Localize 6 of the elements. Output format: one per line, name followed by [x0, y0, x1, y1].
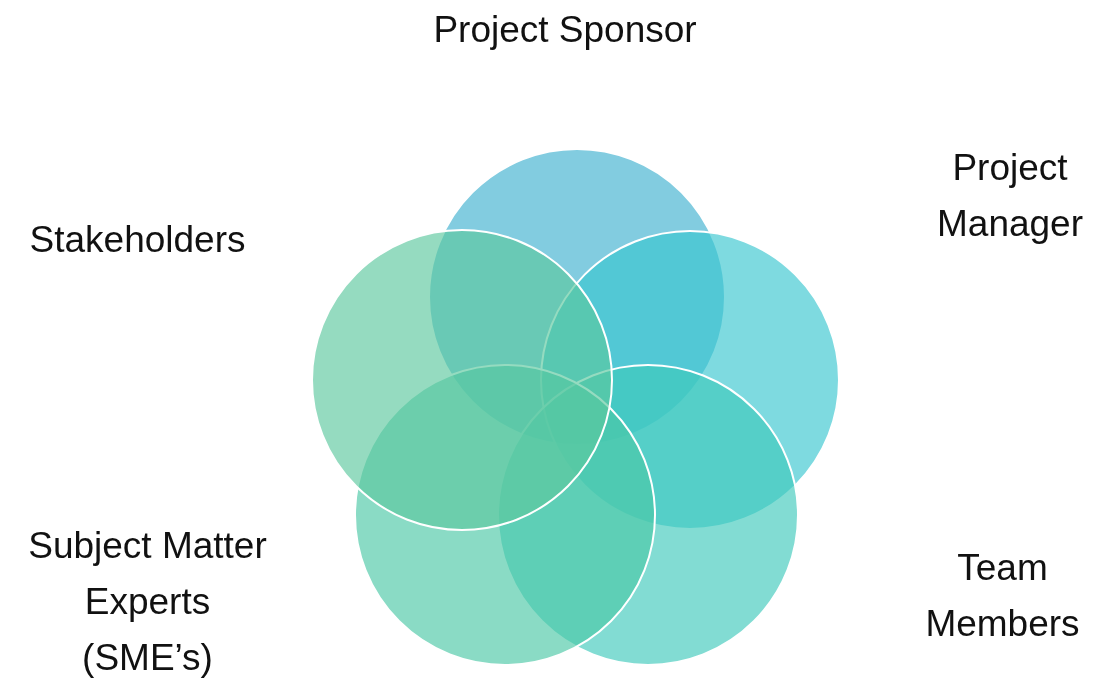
circle-label: Project Manager: [936, 146, 1084, 246]
circle-label: Stakeholders: [28, 218, 247, 262]
venn-circle: [311, 229, 613, 531]
circle-label: Project Sponsor: [432, 8, 698, 52]
circle-label: Team Members: [924, 546, 1081, 646]
diagram-label: Subject Matter Experts (SME’s): [27, 524, 268, 680]
